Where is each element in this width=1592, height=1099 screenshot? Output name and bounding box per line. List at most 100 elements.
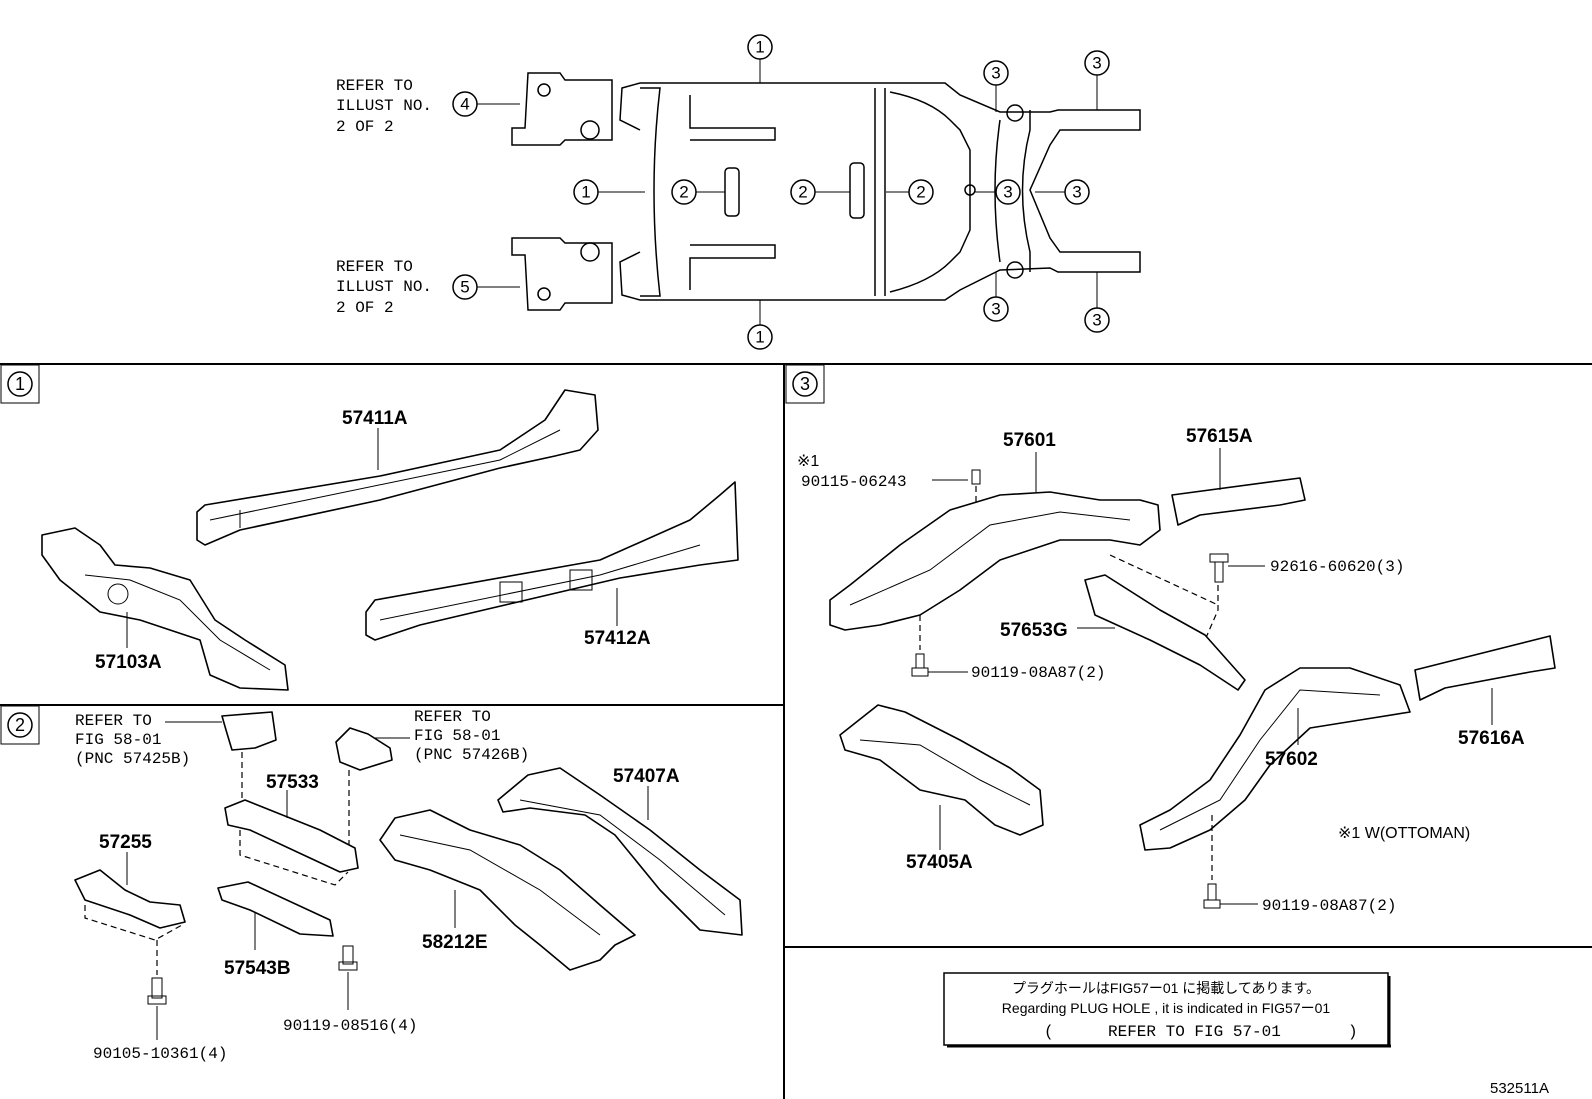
refer-a-line2: FIG 58-01 bbox=[75, 731, 161, 749]
label-92616-60620: 92616-60620(3) bbox=[1270, 558, 1404, 576]
callout-num: 4 bbox=[460, 95, 469, 114]
part-57615A-shape bbox=[1171, 477, 1306, 526]
refer5-line3: 2 OF 2 bbox=[336, 299, 394, 317]
callout-num: 5 bbox=[460, 278, 469, 297]
refer4-line1: REFER TO bbox=[336, 77, 413, 95]
bolt-head-shape bbox=[911, 667, 929, 677]
bolt-head-shape bbox=[1203, 899, 1221, 909]
label-57616A: 57616A bbox=[1458, 728, 1525, 749]
part-57412A-shape bbox=[365, 481, 739, 641]
section-2: 2 REFER TO FIG 58-01 (PNC 57425B) REFER … bbox=[0, 705, 743, 1063]
label-90115-06243: 90115-06243 bbox=[801, 473, 907, 491]
part-58212E-shape bbox=[379, 809, 636, 971]
notice-paren-open: ( bbox=[1044, 1023, 1054, 1041]
panel-frames bbox=[0, 363, 1592, 1099]
bolt-shape bbox=[342, 945, 354, 965]
section-label: 1 bbox=[15, 374, 25, 394]
label-90119-08516: 90119-08516(4) bbox=[283, 1017, 417, 1035]
callout-num: 1 bbox=[755, 328, 764, 347]
callout-num: 3 bbox=[1092, 54, 1101, 73]
section-3: 3 ※1 90115-06243 57601 57615A 92616-6062… bbox=[785, 364, 1556, 915]
label-57543B: 57543B bbox=[224, 958, 291, 979]
notice-jp: プラグホールはFIG57ー01 に掲載してあります。 bbox=[1012, 980, 1320, 996]
bolt-shape bbox=[915, 653, 925, 669]
callout-circle bbox=[983, 60, 1009, 86]
part-57543B-shape bbox=[217, 881, 334, 937]
part-57405A-shape bbox=[839, 704, 1044, 836]
label-57255: 57255 bbox=[99, 832, 152, 853]
callout-num: 1 bbox=[755, 38, 764, 57]
bolt-head-shape bbox=[1209, 553, 1229, 563]
refer-illust-5: REFER TO ILLUST NO. 2 OF 2 5 bbox=[336, 258, 520, 317]
bolt-shape bbox=[1207, 883, 1217, 901]
bracket-57425B-shape bbox=[221, 711, 277, 751]
callout-circle bbox=[1084, 307, 1110, 333]
callout-circle bbox=[908, 179, 934, 205]
footnote-ottoman: ※1 W(OTTOMAN) bbox=[1338, 825, 1470, 842]
illust-id: 532511A bbox=[1490, 1080, 1549, 1097]
callout-num: 3 bbox=[1072, 183, 1081, 202]
label-58212E: 58212E bbox=[422, 932, 488, 953]
refer-illust-4: REFER TO ILLUST NO. 2 OF 2 4 bbox=[336, 77, 520, 136]
part-57533-shape bbox=[224, 799, 359, 873]
callout-circle bbox=[790, 179, 816, 205]
notice-box: プラグホールはFIG57ー01 に掲載してあります。 Regarding PLU… bbox=[943, 972, 1391, 1048]
callout-circle bbox=[1084, 50, 1110, 76]
section-label-box bbox=[0, 705, 40, 745]
refer-b-line3: (PNC 57426B) bbox=[414, 746, 529, 764]
callout-num: 2 bbox=[798, 183, 807, 202]
refer4-line3: 2 OF 2 bbox=[336, 118, 394, 136]
label-90119-08A87-b: 90119-08A87(2) bbox=[1262, 897, 1396, 915]
notice-en: Regarding PLUG HOLE , it is indicated in… bbox=[1002, 1000, 1331, 1016]
callout-num: 3 bbox=[1092, 311, 1101, 330]
refer5-line2: ILLUST NO. bbox=[336, 278, 432, 296]
part-57601-shape bbox=[829, 491, 1161, 631]
label-57533: 57533 bbox=[266, 772, 319, 793]
label-57103A: 57103A bbox=[95, 652, 162, 673]
label-57411A: 57411A bbox=[342, 408, 408, 429]
label-57602: 57602 bbox=[1265, 749, 1318, 770]
part-57616A-shape bbox=[1414, 635, 1556, 701]
notice-refer: REFER TO FIG 57-01 bbox=[1108, 1023, 1281, 1041]
section-label-box bbox=[785, 364, 825, 404]
section-1: 1 57411A 57412A 57103A bbox=[0, 364, 739, 691]
callout-circle bbox=[747, 34, 773, 60]
callout-num: 2 bbox=[916, 183, 925, 202]
bolt-shape bbox=[971, 469, 981, 485]
label-57412A: 57412A bbox=[584, 628, 651, 649]
callout-circle bbox=[983, 296, 1009, 322]
label-57615A: 57615A bbox=[1186, 426, 1253, 447]
note-mark: ※1 bbox=[797, 453, 819, 470]
section-label: 2 bbox=[15, 715, 25, 735]
part-57653G-shape bbox=[1084, 574, 1246, 691]
notice-paren-close: ) bbox=[1348, 1023, 1358, 1041]
label-57407A: 57407A bbox=[613, 766, 680, 787]
callout-circle bbox=[671, 179, 697, 205]
refer-a-line1: REFER TO bbox=[75, 712, 152, 730]
part-57411A-shape bbox=[196, 389, 599, 546]
bolt-head-shape bbox=[147, 995, 167, 1005]
section-label: 3 bbox=[800, 374, 810, 394]
refer-a-line3: (PNC 57425B) bbox=[75, 750, 190, 768]
overview-callouts: 1 1 1 2 2 2 3 3 3 3 3 3 bbox=[573, 34, 1110, 350]
callout-num: 2 bbox=[679, 183, 688, 202]
callout-circle bbox=[995, 179, 1021, 205]
frame-overview bbox=[511, 72, 1141, 311]
refer4-line2: ILLUST NO. bbox=[336, 97, 432, 115]
part-57602-shape bbox=[1139, 667, 1411, 851]
callout-circle bbox=[747, 324, 773, 350]
refer5-line1: REFER TO bbox=[336, 258, 413, 276]
bolt-shape bbox=[1214, 561, 1224, 583]
callout-num: 3 bbox=[1003, 183, 1012, 202]
label-90119-08A87-a: 90119-08A87(2) bbox=[971, 664, 1105, 682]
label-90105-10361: 90105-10361(4) bbox=[93, 1045, 227, 1063]
callout-circle bbox=[573, 179, 599, 205]
part-57255-shape bbox=[74, 869, 186, 929]
refer-b-line1: REFER TO bbox=[414, 708, 491, 726]
callout-num: 3 bbox=[991, 64, 1000, 83]
bolt-head-shape bbox=[338, 961, 358, 971]
part-57407A-shape bbox=[497, 767, 743, 936]
bracket-57426B-shape bbox=[335, 727, 393, 771]
label-57653G: 57653G bbox=[1000, 620, 1068, 641]
refer-b-line2: FIG 58-01 bbox=[414, 727, 500, 745]
